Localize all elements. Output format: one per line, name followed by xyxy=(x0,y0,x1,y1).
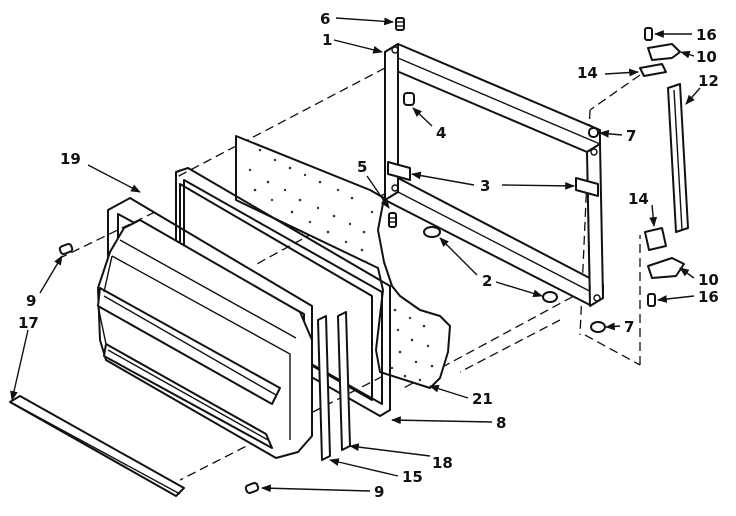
callout-2: 2 xyxy=(482,272,492,290)
callout-7-lower: 7 xyxy=(624,318,634,336)
callout-4: 4 xyxy=(436,124,446,142)
callout-3: 3 xyxy=(480,177,490,195)
inner-door-liner xyxy=(97,219,313,459)
callout-14-upper: 14 xyxy=(577,64,598,82)
callout-16-upper: 16 xyxy=(696,26,717,44)
door-frame xyxy=(384,43,604,307)
shelf-bar xyxy=(9,395,185,497)
callout-9-left: 9 xyxy=(26,292,36,310)
breaker-strips xyxy=(317,311,351,461)
callout-10-upper: 10 xyxy=(696,48,717,66)
callout-14-lower: 14 xyxy=(628,190,649,208)
callout-21: 21 xyxy=(472,390,493,408)
callout-9-bottom: 9 xyxy=(374,483,384,501)
door-screws xyxy=(58,243,260,494)
callout-numbers: 6 1 4 5 3 2 7 7 16 10 14 12 14 10 16 19 … xyxy=(18,10,719,501)
callout-15: 15 xyxy=(402,468,423,486)
hinge-brackets xyxy=(387,161,599,197)
screws-and-plugs xyxy=(388,17,606,333)
callout-10-lower: 10 xyxy=(698,271,719,289)
callout-6: 6 xyxy=(320,10,330,28)
callout-12: 12 xyxy=(698,72,719,90)
callout-1: 1 xyxy=(322,31,332,49)
callout-8: 8 xyxy=(496,414,506,432)
callout-19: 19 xyxy=(60,150,81,168)
hinge-hardware xyxy=(639,27,689,307)
insulation-panel xyxy=(235,135,451,389)
leader-lines xyxy=(10,17,701,493)
callout-7-upper: 7 xyxy=(626,127,636,145)
callout-5: 5 xyxy=(357,158,367,176)
callout-17: 17 xyxy=(18,314,39,332)
callout-16-lower: 16 xyxy=(698,288,719,306)
callout-18: 18 xyxy=(432,454,453,472)
